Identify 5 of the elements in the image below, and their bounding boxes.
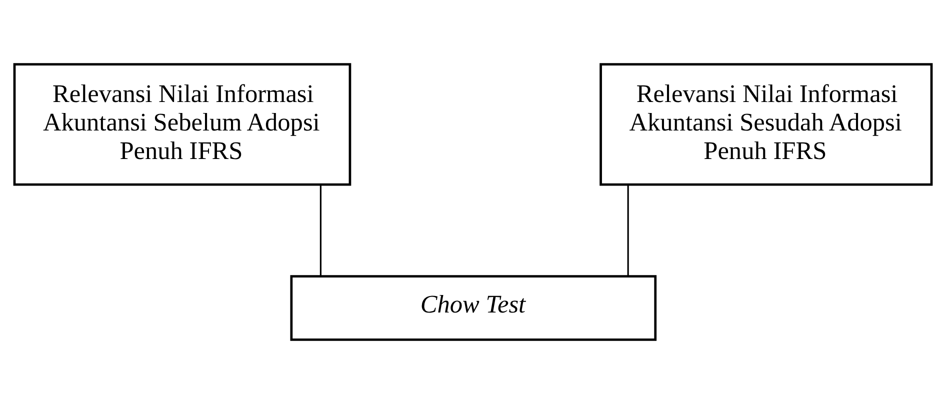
- connector: [627, 184, 629, 276]
- node-box: Relevansi Nilai Informasi Akuntansi Sebelum Adopsi Penuh IFRS: [13, 62, 352, 186]
- node-box: Chow Test: [290, 274, 657, 340]
- connector: [320, 184, 322, 276]
- node-box: Relevansi Nilai Informasi Akuntansi Sesudah Adopsi Penuh IFRS: [600, 62, 933, 186]
